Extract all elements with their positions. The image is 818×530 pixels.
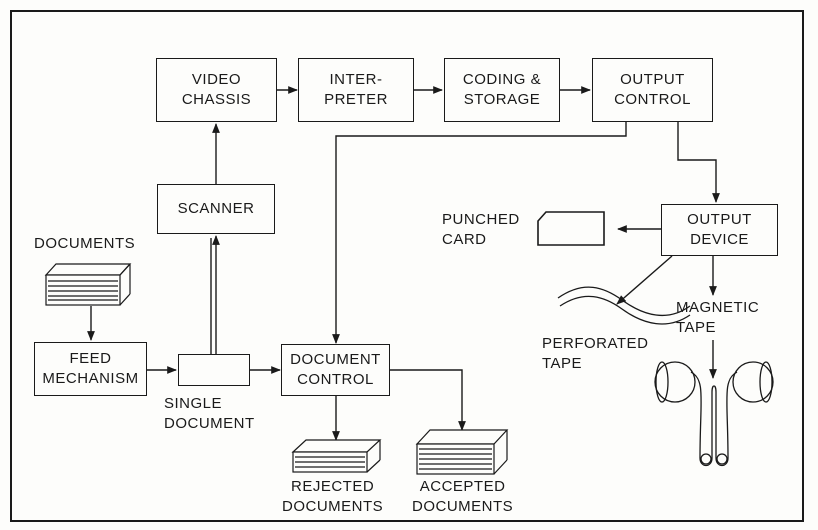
interpreter-box: INTER- PRETER (298, 58, 414, 122)
feed-mechanism-label: FEED MECHANISM (42, 349, 138, 389)
arrow-device-to-perforated-tape (617, 256, 672, 304)
perforated-tape-label: PERFORATED TAPE (542, 334, 648, 374)
single-document-label: SINGLE DOCUMENT (164, 394, 255, 434)
perforated-tape-icon (558, 287, 690, 324)
single-document-box (178, 354, 250, 386)
scanner-box: SCANNER (157, 184, 275, 234)
magnetic-tape-label: MAGNETIC TAPE (676, 298, 759, 338)
arrow-output-control-to-device (678, 122, 716, 202)
documents-label: DOCUMENTS (34, 234, 135, 254)
output-device-label: OUTPUT DEVICE (687, 210, 752, 250)
arrow-doc-control-to-accepted (390, 370, 462, 430)
rejected-documents-stack-icon (293, 440, 380, 472)
output-control-box: OUTPUT CONTROL (592, 58, 713, 122)
coding-storage-label: CODING & STORAGE (463, 70, 541, 110)
video-chassis-box: VIDEO CHASSIS (156, 58, 277, 122)
output-device-box: OUTPUT DEVICE (661, 204, 778, 256)
scanner-label: SCANNER (178, 199, 255, 219)
accepted-documents-stack-icon (417, 430, 507, 474)
accepted-documents-label: ACCEPTED DOCUMENTS (412, 477, 513, 517)
output-control-label: OUTPUT CONTROL (614, 70, 691, 110)
magnetic-tape-reels-icon (655, 362, 773, 466)
documents-stack-icon (46, 264, 130, 305)
rejected-documents-label: REJECTED DOCUMENTS (282, 477, 383, 517)
document-control-box: DOCUMENT CONTROL (281, 344, 390, 396)
coding-storage-box: CODING & STORAGE (444, 58, 560, 122)
video-chassis-label: VIDEO CHASSIS (182, 70, 251, 110)
punched-card-label: PUNCHED CARD (442, 210, 520, 250)
document-control-label: DOCUMENT CONTROL (290, 350, 381, 390)
feed-mechanism-box: FEED MECHANISM (34, 342, 147, 396)
punched-card-icon (538, 212, 604, 245)
interpreter-label: INTER- PRETER (324, 70, 388, 110)
